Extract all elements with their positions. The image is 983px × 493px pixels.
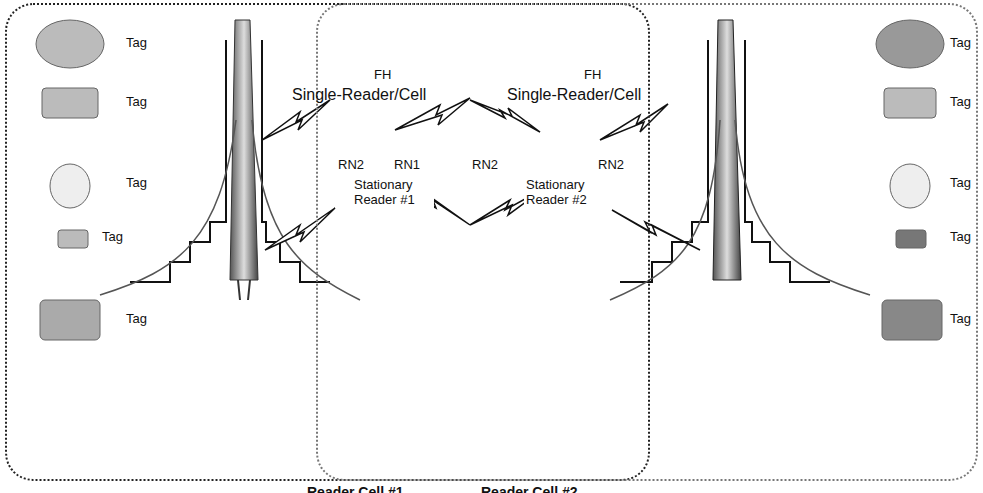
label-text: Single-Reader/Cell: [505, 86, 643, 104]
label-text: Stationary Reader #2: [524, 178, 606, 208]
label-text: Tag: [948, 230, 973, 245]
label-text: RN1: [392, 158, 422, 173]
label-text: Tag: [124, 95, 149, 110]
label-text: Tag: [948, 312, 973, 327]
label-text: Tag: [124, 176, 149, 191]
label-text: Tag: [100, 230, 125, 245]
label-text: Single-Reader/Cell: [290, 86, 428, 104]
label-text: Tag: [948, 36, 973, 51]
tag-icons-right: [876, 20, 944, 340]
label-text: FH: [582, 68, 603, 83]
reader-cell: Reader Cell #2: [316, 3, 978, 481]
signal-bolts: [262, 98, 700, 250]
label-text: Tag: [948, 95, 973, 110]
label-text: Stationary Reader #1: [352, 178, 434, 208]
cell-label: Reader Cell #2: [481, 484, 578, 493]
label-text: Tag: [124, 312, 149, 327]
cell-label: Reader Cell #1: [307, 484, 404, 493]
tag-icons-left: [36, 20, 104, 340]
label-text: RN2: [336, 158, 366, 173]
reader-antenna-left: [100, 20, 360, 300]
label-text: RN2: [596, 158, 626, 173]
label-text: RN2: [470, 158, 500, 173]
label-text: FH: [372, 68, 393, 83]
label-text: Tag: [948, 176, 973, 191]
label-text: Tag: [124, 36, 149, 51]
